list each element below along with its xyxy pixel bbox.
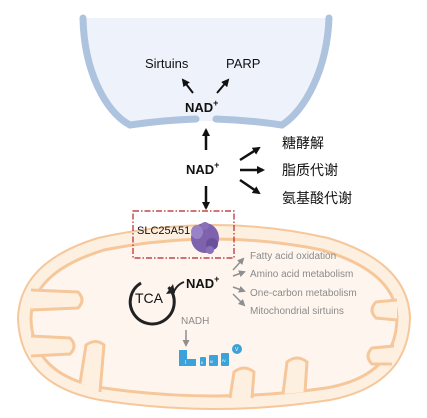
electron-transport-chain: I II III IV V	[179, 344, 242, 366]
arrow-to-mitochondrial-sirtuins	[232, 293, 246, 307]
arrow-to-sirtuins	[181, 78, 194, 94]
mito-pathway-fatty-acid: Fatty acid oxidation	[250, 251, 336, 262]
crista	[228, 366, 256, 399]
parp-label: PARP	[226, 56, 260, 71]
tca-cycle-arrowhead	[166, 284, 175, 294]
arrow-to-amino-acid-metabolism	[232, 270, 246, 277]
crista	[281, 356, 309, 395]
crista	[370, 298, 398, 322]
tca-cycle: TCA	[128, 281, 176, 326]
complex-iv-icon	[221, 353, 229, 366]
nucleus-envelope	[83, 18, 329, 125]
arrow-to-aminoacid	[239, 178, 261, 195]
nuclear-membrane-left	[79, 14, 200, 129]
nucleus: Sirtuins PARP NAD+	[79, 14, 333, 129]
tca-label: TCA	[135, 290, 164, 306]
crista	[366, 344, 395, 366]
complex-i-icon	[179, 350, 196, 366]
arrow-to-parp	[216, 78, 230, 94]
cytosol: NAD+ 糖酵解 脂质代谢 氨基酸代谢	[186, 136, 352, 210]
complex-v-icon	[232, 344, 242, 354]
complex-label: IV	[222, 358, 226, 363]
complex-label: II	[201, 360, 203, 365]
complex-label: III	[210, 359, 213, 364]
complex-iii-icon	[209, 355, 218, 366]
cytosol-pathway-glycolysis: 糖酵解	[282, 136, 324, 152]
mitochondrion-inner-membrane	[29, 237, 399, 398]
mito-pathway-one-carbon: One-carbon metabolism	[250, 288, 357, 299]
mito-nad-label: NAD+	[186, 274, 219, 291]
sirtuins-label: Sirtuins	[145, 56, 189, 71]
crista	[78, 340, 106, 393]
cytosol-pathway-lipid: 脂质代谢	[282, 163, 338, 179]
mitochondrion: SLC25A51 NAD+ Fatty acid oxidation Amino…	[16, 210, 412, 410]
complex-label: V	[235, 347, 239, 353]
transporter-highlight-box	[132, 210, 235, 259]
mito-pathway-amino-acid: Amino acid metabolism	[250, 269, 353, 280]
tca-cycle-ring-icon	[128, 281, 176, 326]
complex-label: I	[185, 360, 186, 366]
nuclear-membrane-right	[212, 14, 333, 129]
nad-to-nadh-connector	[172, 281, 185, 295]
mito-pathway-sirtuins: Mitochondrial sirtuins	[250, 306, 344, 317]
cytosol-pathway-aminoacid: 氨基酸代谢	[282, 190, 352, 207]
complex-ii-icon	[200, 357, 206, 366]
arrow-to-one-carbon-metabolism	[232, 286, 246, 293]
slc25a51-label: SLC25A51	[137, 225, 190, 237]
nadh-label: NADH	[181, 316, 209, 327]
arrow-to-fatty-acid-oxidation	[232, 257, 245, 271]
slc25a51-transporter-icon	[191, 222, 219, 254]
arrow-to-glycolysis	[239, 146, 261, 162]
cristae	[30, 288, 398, 399]
crista	[30, 334, 76, 358]
cytosolic-nad-label: NAD+	[186, 160, 219, 177]
crista	[30, 288, 84, 312]
nuclear-nad-label: NAD+	[185, 98, 218, 115]
